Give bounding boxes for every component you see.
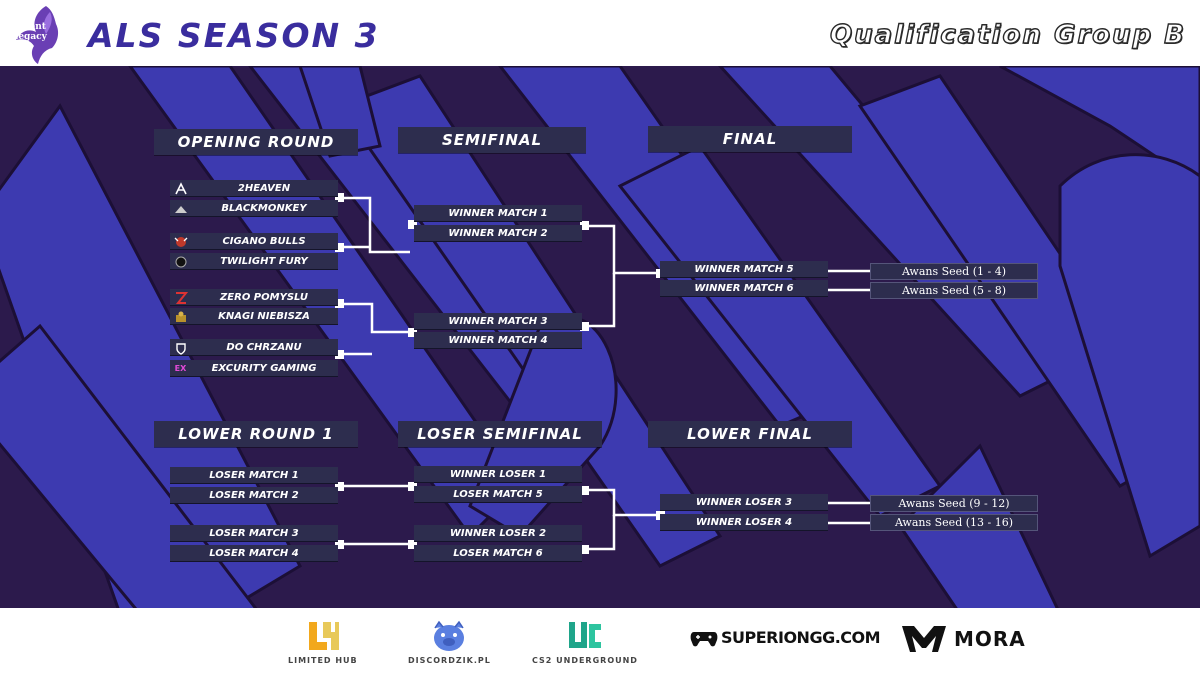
lower-round-1-slot: LOSER MATCH 2 [170, 487, 338, 504]
group-title: Qualification Group B [829, 19, 1186, 50]
do-chrzanu-logo-icon [173, 340, 188, 355]
page-title: ALS SEASON 3 [88, 16, 380, 55]
lower-final-slot: WINNER LOSER 4 [660, 514, 828, 531]
twilight-fury-logo-icon [173, 254, 188, 269]
blackmonkey-logo-icon [173, 201, 188, 216]
loser-semifinal-slot: LOSER MATCH 5 [414, 486, 582, 503]
semifinal-slot: WINNER MATCH 3 [414, 313, 582, 330]
sponsor-caption: MORA [954, 627, 1026, 651]
team-name: BLACKMONKEY [221, 202, 307, 214]
team-slot: BLACKMONKEY [170, 200, 338, 217]
header: Ascent Legacy ALS SEASON 3 Qualification… [0, 0, 1200, 72]
lower-round-1-slot: LOSER MATCH 3 [170, 525, 338, 542]
team-slot: KNAGI NIEBISZA [170, 308, 338, 325]
sponsor-mora: MORA [900, 622, 1026, 656]
sponsor-caption: SUPERIONGG.COM [721, 628, 881, 647]
ascent-legacy-logo: Ascent Legacy [6, 2, 70, 66]
loser-semifinal-slot: LOSER MATCH 6 [414, 545, 582, 562]
sponsor-limited-hub: LIMITED HUB [288, 618, 358, 665]
result-slot: Awans Seed (1 - 4) [870, 263, 1038, 280]
team-name: EXCURITY GAMING [211, 362, 317, 374]
result-slot: Awans Seed (9 - 12) [870, 495, 1038, 512]
sponsor-discordzik: DISCORDZIK.PL [408, 618, 491, 665]
header-lower-final: LOWER FINAL [648, 421, 852, 447]
semifinal-slot: WINNER MATCH 4 [414, 332, 582, 349]
final-slot: WINNER MATCH 5 [660, 261, 828, 278]
2heaven-logo-icon [173, 181, 188, 196]
header-loser-semifinal: LOSER SEMIFINAL [398, 421, 602, 447]
team-slot: DO CHRZANU [170, 339, 338, 356]
team-slot: ZERO POMYSLU [170, 289, 338, 306]
team-name: TWILIGHT FURY [220, 255, 308, 267]
header-final: FINAL [648, 126, 852, 152]
limited-hub-logo-icon [308, 622, 339, 650]
team-slot: TWILIGHT FURY [170, 253, 338, 270]
mora-logo-icon [902, 626, 946, 652]
loser-semifinal-slot: WINNER LOSER 2 [414, 525, 582, 542]
cigano-bulls-logo-icon [173, 234, 188, 249]
superiongg-logo-icon [690, 632, 718, 647]
header-semifinal: SEMIFINAL [398, 127, 586, 153]
final-slot: WINNER MATCH 6 [660, 280, 828, 297]
logo-text: Ascent Legacy [12, 22, 47, 42]
result-slot: Awans Seed (5 - 8) [870, 282, 1038, 299]
sponsor-caption: CS2 UNDERGROUND [532, 656, 638, 665]
result-slot: Awans Seed (13 - 16) [870, 514, 1038, 531]
team-slot: CIGANO BULLS [170, 233, 338, 250]
sponsor-caption: LIMITED HUB [288, 656, 358, 665]
knagi-niebisza-logo-icon [173, 309, 188, 324]
zero-pomyslu-logo-icon [173, 290, 188, 305]
excurity-gaming-logo-icon: EX [174, 364, 187, 373]
cs2-underground-logo-icon [568, 622, 601, 648]
sponsor-cs2-underground: CS2 UNDERGROUND [532, 618, 638, 665]
sponsor-footer: LIMITED HUB DISCORDZIK.PL CS2 UNDERGROUN… [0, 608, 1200, 675]
team-name: ZERO POMYSLU [220, 291, 308, 303]
team-name: 2HEAVEN [237, 182, 291, 194]
header-opening-round: OPENING ROUND [154, 129, 358, 155]
loser-semifinal-slot: WINNER LOSER 1 [414, 466, 582, 483]
bracket-area: OPENING ROUND SEMIFINAL FINAL 2HEAVEN BL… [0, 66, 1200, 614]
sponsor-superiongg: SUPERIONGG.COM [690, 628, 881, 648]
team-slot: 2HEAVEN [170, 180, 338, 197]
lower-final-slot: WINNER LOSER 3 [660, 494, 828, 511]
lower-round-1-slot: LOSER MATCH 1 [170, 467, 338, 484]
team-name: CIGANO BULLS [222, 235, 306, 247]
discordzik-logo-icon [434, 620, 465, 651]
team-name: KNAGI NIEBISZA [218, 310, 310, 322]
team-slot: EX EXCURITY GAMING [170, 360, 338, 377]
semifinal-slot: WINNER MATCH 2 [414, 225, 582, 242]
lower-round-1-slot: LOSER MATCH 4 [170, 545, 338, 562]
header-lower-round-1: LOWER ROUND 1 [154, 421, 358, 447]
sponsor-caption: DISCORDZIK.PL [408, 656, 491, 665]
semifinal-slot: WINNER MATCH 1 [414, 205, 582, 222]
team-name: DO CHRZANU [226, 341, 302, 353]
